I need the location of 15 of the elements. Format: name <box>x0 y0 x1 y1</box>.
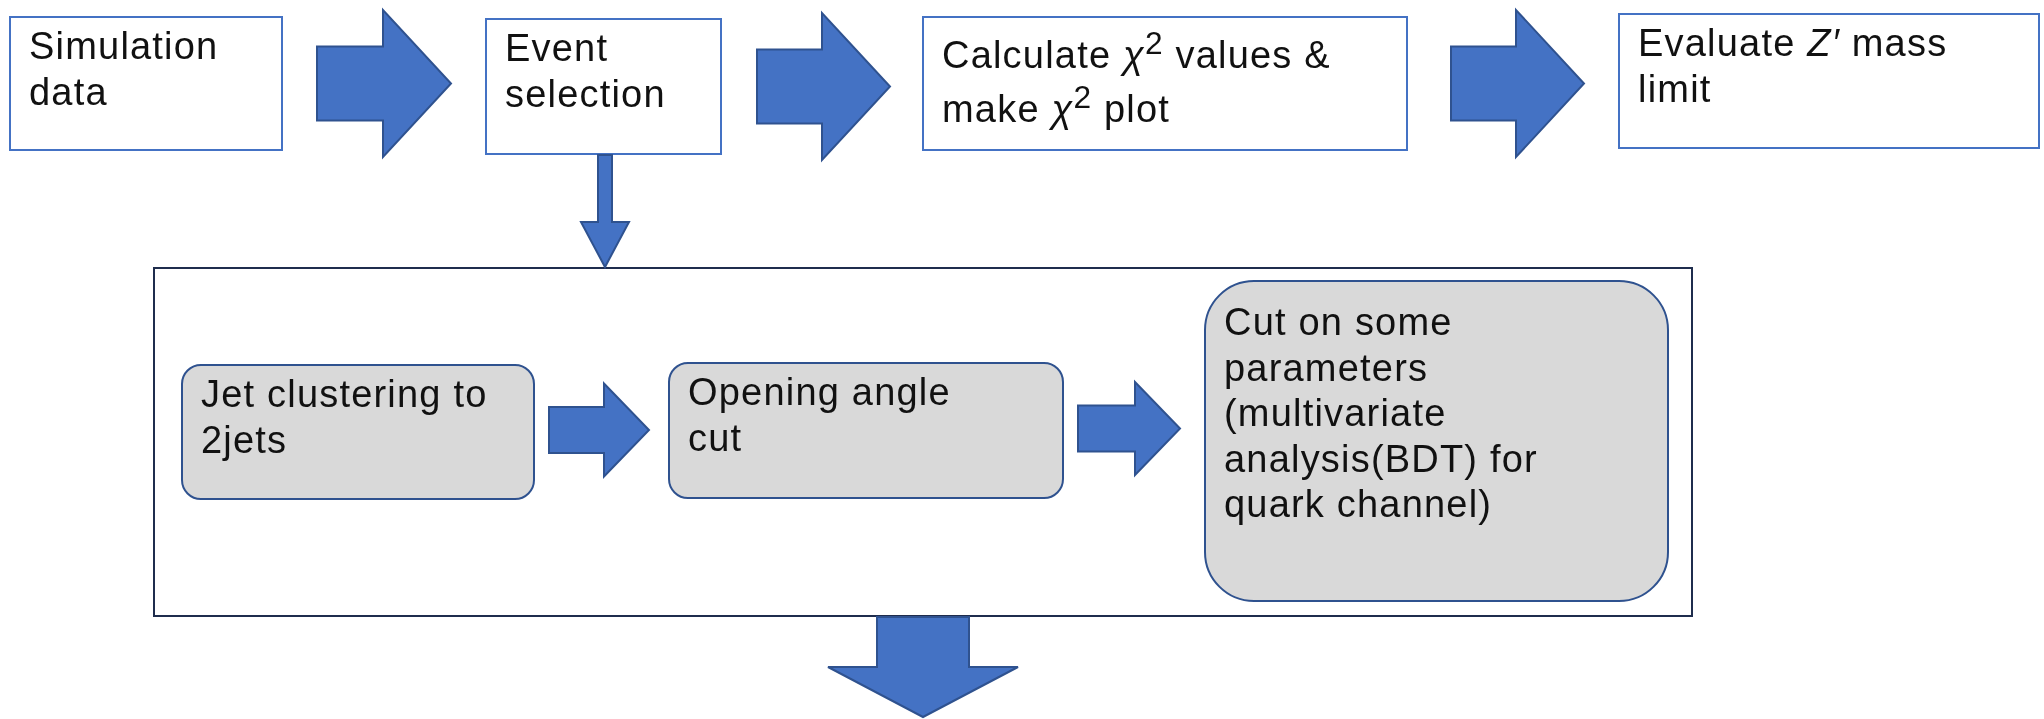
block-arrow <box>827 616 1019 719</box>
block-arrow <box>548 381 651 479</box>
block-arrow <box>1077 379 1182 478</box>
step-box: Evaluate Z′ mass limit <box>1618 13 2040 149</box>
block-arrow <box>756 10 892 163</box>
step-box: Event selection <box>485 18 722 155</box>
step-box: Simulation data <box>9 16 283 151</box>
process-box: Opening angle cut <box>668 362 1064 499</box>
block-arrow <box>1450 7 1586 160</box>
process-box: Cut on some parameters (multivariate analysis(BDT) for quark channel) <box>1204 280 1669 602</box>
group-frame <box>153 267 1693 617</box>
process-box: Jet clustering to 2jets <box>181 364 535 500</box>
block-arrow <box>579 154 631 270</box>
step-box: Calculate χ$^{2}$ values & make χ$^{2}$ plot <box>922 16 1408 151</box>
block-arrow <box>316 7 453 160</box>
